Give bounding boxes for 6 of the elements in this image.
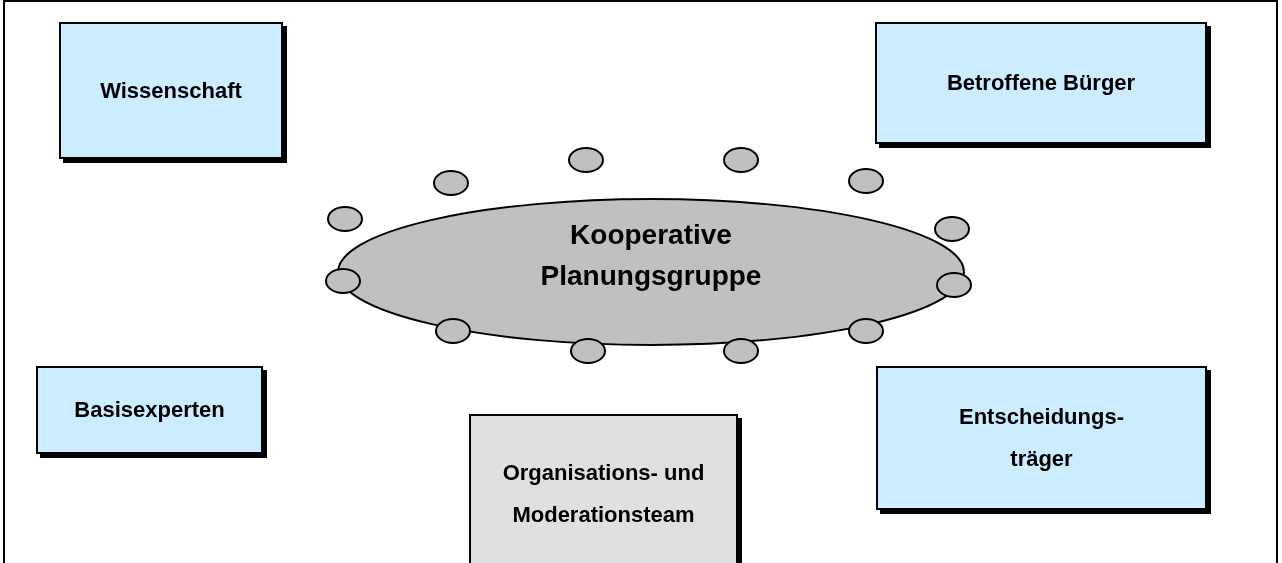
box-label: Entscheidungs- träger [958, 403, 1125, 473]
box-label: Wissenschaft [99, 76, 243, 105]
table-label: Kooperative Planungsgruppe [539, 218, 763, 293]
box-label: Basisexperten [73, 396, 226, 425]
box-label: Organisations- und Moderationsteam [501, 459, 706, 529]
box-label: Betroffene Bürger [945, 69, 1137, 98]
